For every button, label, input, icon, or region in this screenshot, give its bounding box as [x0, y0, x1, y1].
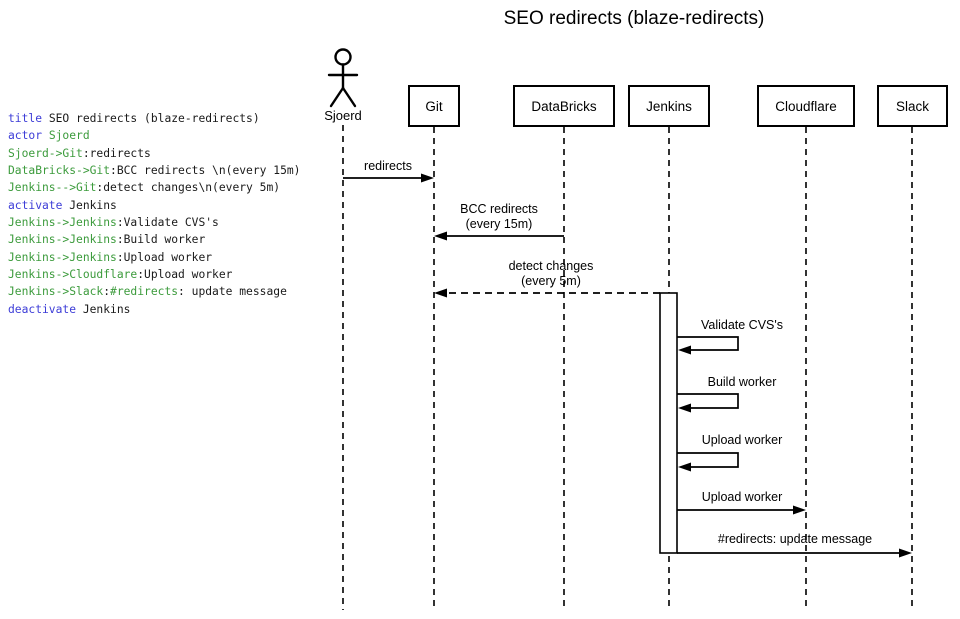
participant-label: DataBricks [531, 98, 597, 114]
participant-label: Slack [895, 98, 929, 114]
code-line: Jenkins-->Git:detect changes\n(every 5m) [8, 179, 300, 196]
participant-label: Git [425, 98, 443, 114]
participant-label: Cloudflare [775, 98, 837, 114]
code-token: Jenkins [62, 198, 117, 212]
person-head [334, 48, 352, 66]
code-token: Jenkins->Slack [8, 285, 104, 299]
diagram-title: SEO redirects (blaze-redirects) [503, 8, 765, 29]
code-line: DataBricks->Git:BCC redirects \n(every 1… [8, 162, 300, 179]
code-token: :redirects [82, 146, 151, 160]
code-token: activate [8, 198, 63, 212]
code-line: Jenkins->Jenkins:Upload worker [8, 249, 300, 266]
actor-label-sjoerd: Sjoerd [324, 108, 362, 123]
arrowhead-left-icon [678, 462, 691, 472]
participant-box-cloudflare: Cloudflare [757, 85, 855, 127]
arrowhead-left-icon [678, 345, 691, 355]
code-editor[interactable]: title SEO redirects (blaze-redirects) ac… [8, 110, 300, 318]
code-token [42, 129, 49, 142]
code-token: Jenkins->Cloudflare [8, 268, 138, 282]
actor-person-icon [327, 48, 359, 108]
code-token: Jenkins->Jenkins [8, 216, 117, 230]
code-token: Sjoerd->Git [8, 146, 83, 160]
arrowhead-right-icon [899, 548, 912, 558]
message-label-upload-worker-cloudflare: Upload worker [701, 490, 783, 504]
message-label-line1: BCC redirects [460, 202, 538, 216]
code-line: title SEO redirects (blaze-redirects) [8, 110, 300, 127]
code-token: Jenkins [76, 302, 131, 316]
code-token: deactivate [8, 302, 77, 316]
message-arrow-bcc-redirects [434, 231, 564, 241]
code-line: deactivate Jenkins [8, 301, 300, 318]
code-line: Jenkins->Cloudflare:Upload worker [8, 266, 300, 283]
message-label-detect-changes: detect changes (every 5m) [509, 259, 594, 289]
code-line: Sjoerd->Git:redirects [8, 145, 300, 162]
code-line: Jenkins->Jenkins:Validate CVS's [8, 214, 300, 231]
message-label-redirects-update-message: #redirects: update message [717, 532, 873, 546]
message-arrow-redirects-update-message [677, 548, 912, 558]
participant-label: Jenkins [646, 98, 692, 114]
code-token: Jenkins->Jenkins [8, 233, 117, 247]
participant-box-jenkins: Jenkins [628, 85, 710, 127]
code-line: actor Sjoerd [8, 127, 300, 144]
code-token: Jenkins->Jenkins [8, 250, 117, 264]
message-label-validate-cvs: Validate CVS's [700, 318, 784, 332]
code-token: : [103, 285, 111, 299]
code-token: title [8, 112, 43, 125]
code-line: Jenkins->Slack:#redirects: update messag… [8, 283, 300, 300]
message-label-line1: detect changes [508, 259, 594, 273]
person-right-leg [341, 86, 357, 108]
code-token: :Upload worker [137, 268, 233, 282]
person-left-leg [329, 86, 345, 108]
code-token: Jenkins-->Git [8, 181, 97, 195]
arrowhead-right-icon [421, 173, 434, 183]
message-label-build-worker: Build worker [707, 375, 777, 389]
participant-box-git: Git [408, 85, 460, 127]
self-message-validate-cvs [677, 336, 739, 355]
message-arrow-detect-changes [434, 288, 660, 298]
message-label-line2: (every 15m) [465, 217, 533, 231]
code-line: Jenkins->Jenkins:Build worker [8, 231, 300, 248]
message-label-bcc-redirects: BCC redirects (every 15m) [460, 202, 538, 232]
code-token: Sjoerd [48, 129, 90, 143]
code-line: activate Jenkins [8, 197, 300, 214]
message-arrow-redirects [343, 173, 434, 183]
lifelines [342, 125, 913, 610]
message-label-line2: (every 5m) [521, 274, 581, 288]
message-label-redirects: redirects [364, 159, 412, 173]
code-token: #redirects [110, 285, 179, 299]
code-token: :BCC redirects \n(every 15m) [110, 164, 301, 178]
code-token: : update message [178, 285, 287, 299]
participant-box-databricks: DataBricks [513, 85, 615, 127]
activation-bar-jenkins [659, 292, 678, 554]
arrowhead-left-icon [434, 231, 447, 241]
self-message-upload-worker [677, 452, 739, 472]
code-token: :detect changes\n(every 5m) [96, 181, 281, 195]
code-token: DataBricks->Git [8, 164, 111, 178]
arrowhead-right-icon [793, 505, 806, 515]
arrowhead-left-icon [678, 403, 691, 413]
self-message-build-worker [677, 393, 739, 413]
code-token: :Upload worker [116, 250, 213, 264]
code-token: :Build worker [116, 233, 206, 247]
code-token: SEO redirects (blaze-redirects) [42, 112, 260, 125]
code-token: actor [8, 129, 43, 143]
code-token: :Validate CVS's [116, 216, 219, 230]
message-label-upload-worker: Upload worker [701, 433, 783, 447]
participant-box-slack: Slack [877, 85, 948, 127]
arrowhead-left-icon [434, 288, 447, 298]
message-arrow-upload-worker-cloudflare [677, 505, 806, 515]
